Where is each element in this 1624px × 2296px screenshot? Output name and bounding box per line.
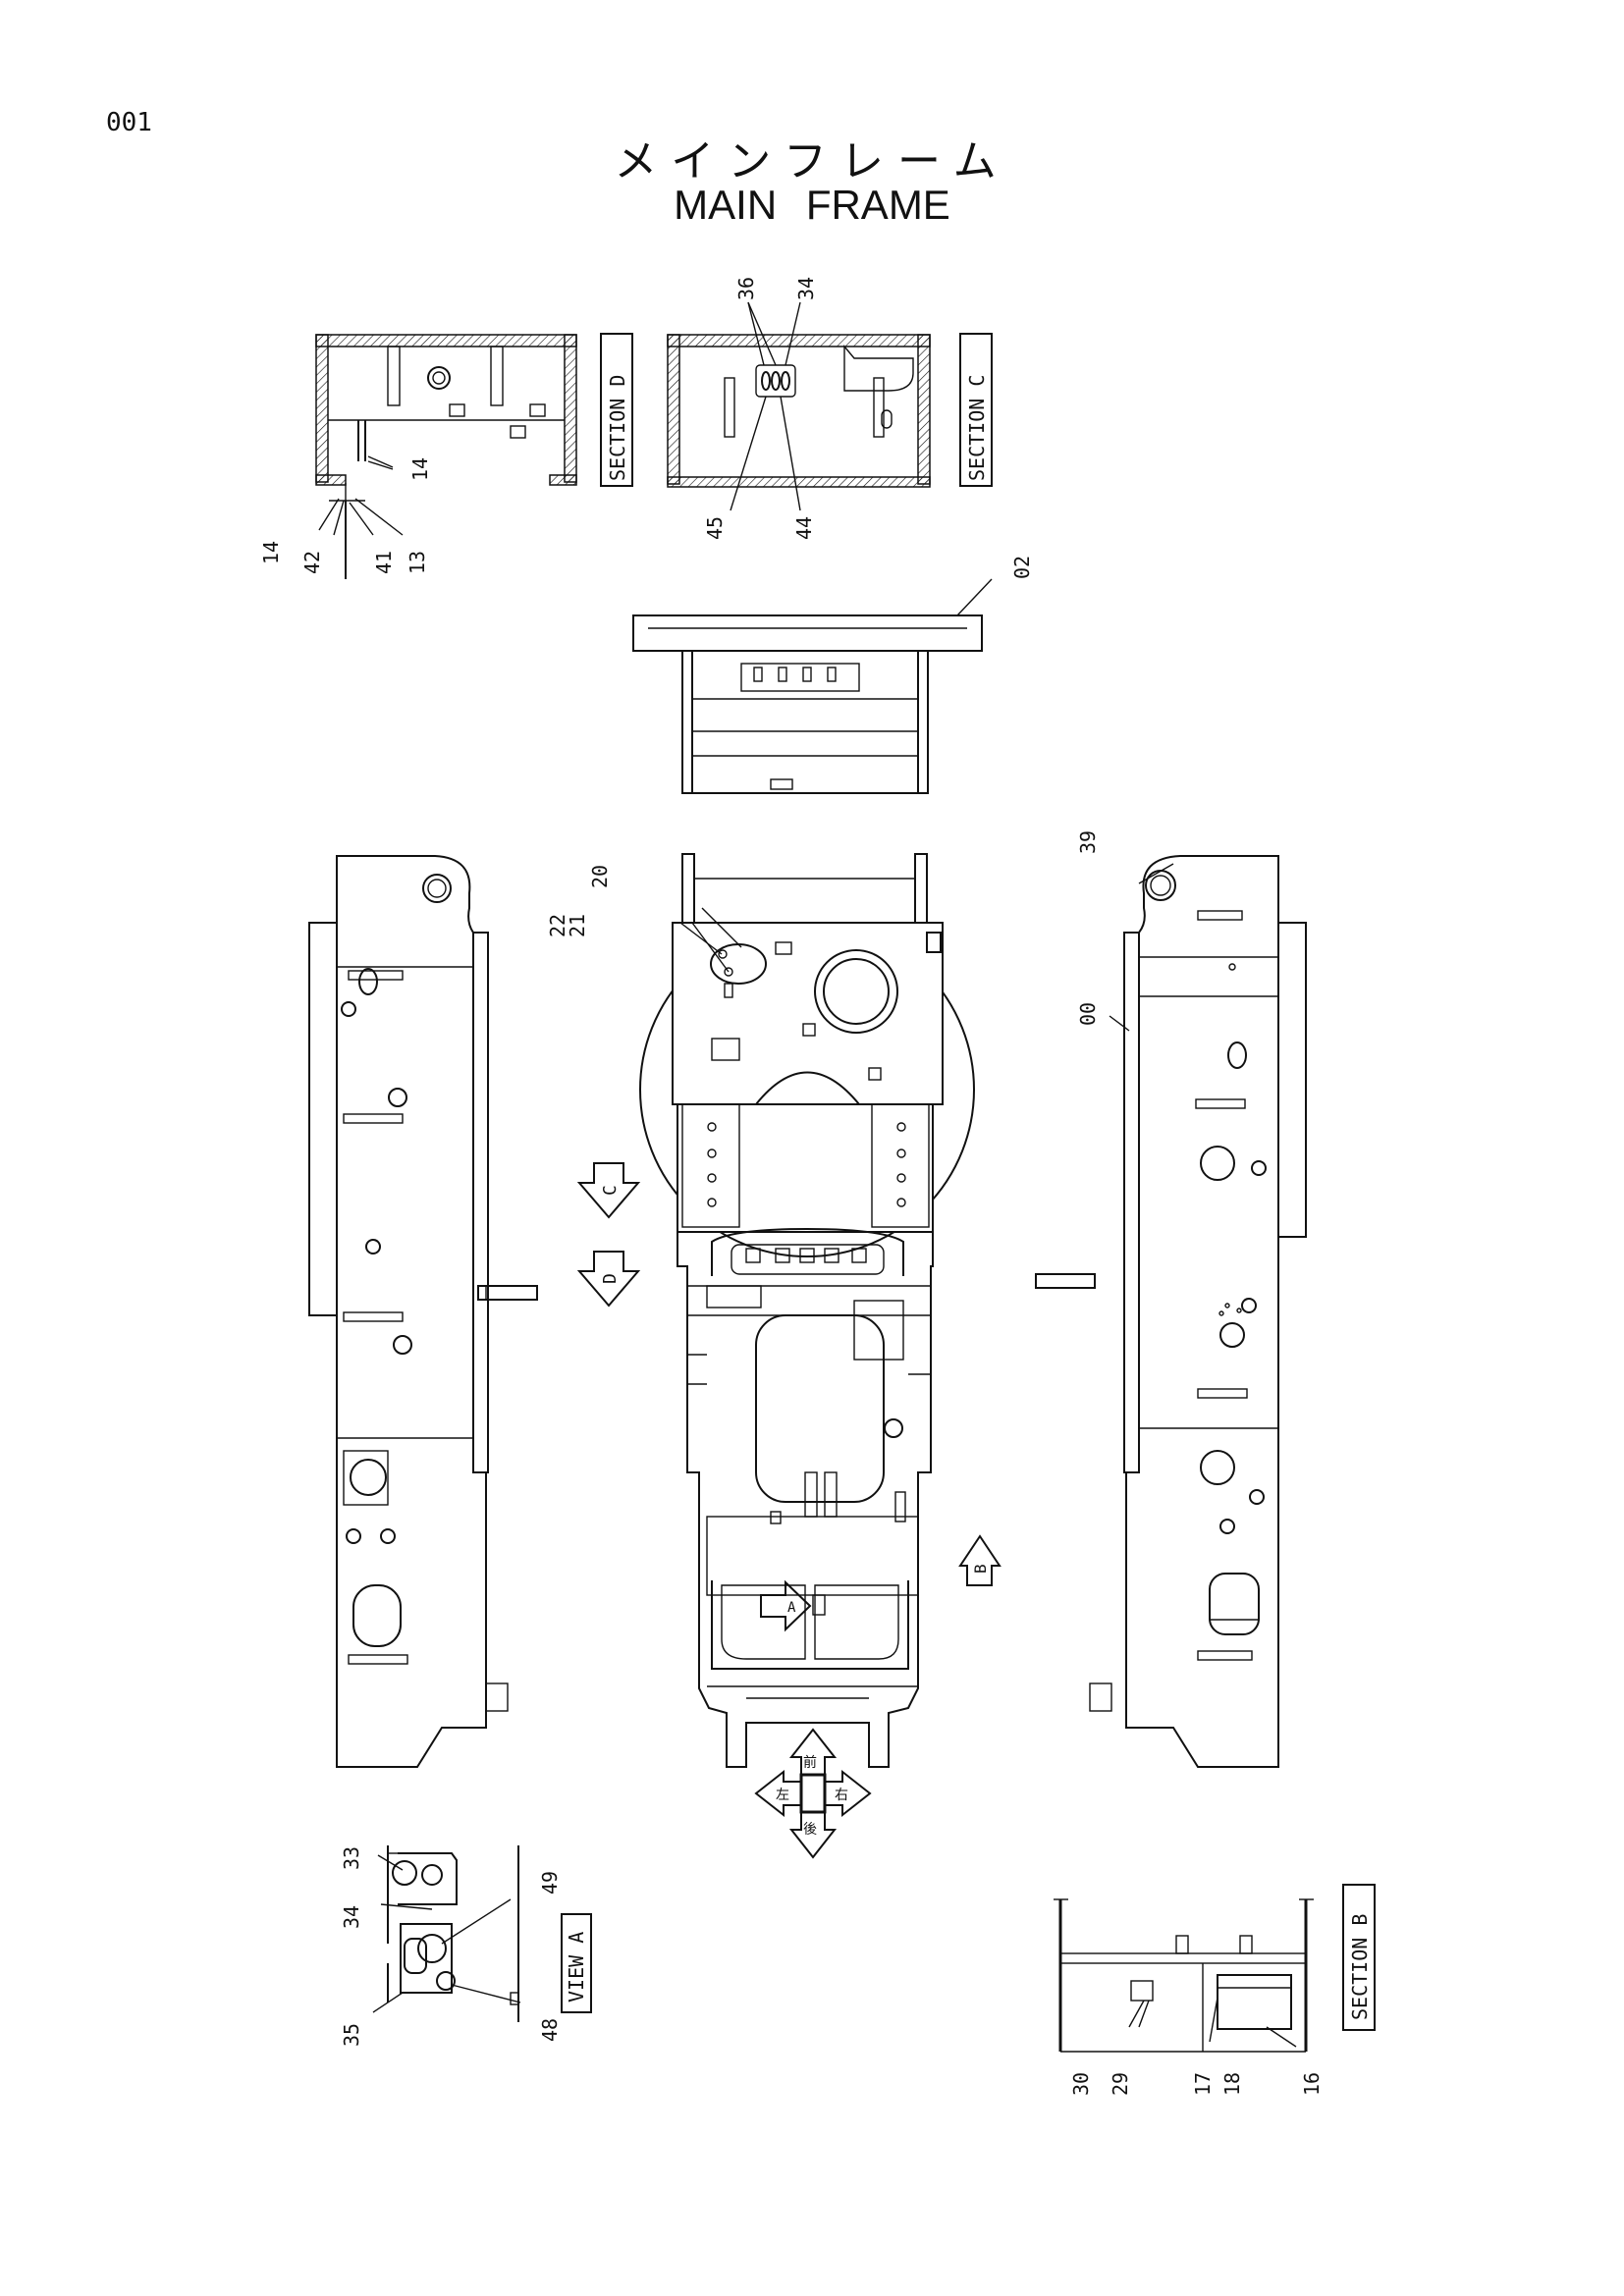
callout-right-00: 00	[1076, 1002, 1100, 1026]
section-b-view: 30 29 17 18 16 SECTION B	[1054, 1884, 1376, 2096]
section-d-label: SECTION D	[606, 375, 629, 481]
callout-sc-45: 45	[703, 516, 727, 540]
callout-sd-13: 13	[406, 551, 429, 574]
callout-va-35: 35	[340, 2023, 363, 2047]
callout-sd-14-upper: 14	[408, 457, 432, 481]
callout-sc-34: 34	[794, 277, 818, 300]
section-arrow-b-label: B	[971, 1564, 990, 1574]
callout-sb-30: 30	[1069, 2072, 1093, 2096]
callout-top-02: 02	[1010, 556, 1034, 579]
callout-right-39: 39	[1076, 830, 1100, 854]
callout-va-34: 34	[340, 1905, 363, 1929]
callout-sd-42: 42	[300, 551, 324, 574]
front-elevation-view: 02	[632, 556, 1034, 794]
callout-sc-36: 36	[734, 277, 758, 300]
section-arrow-d-label: D	[600, 1273, 621, 1284]
section-b-label: SECTION B	[1348, 1914, 1372, 2020]
section-arrow-c-label: C	[600, 1185, 621, 1196]
compass-down-label: 後	[803, 1822, 817, 1838]
callout-va-48: 48	[538, 2018, 562, 2042]
right-side-elevation: 39 00	[1035, 830, 1307, 1768]
callout-sb-29: 29	[1109, 2072, 1132, 2096]
view-a-label: VIEW A	[565, 1932, 588, 2002]
section-arrow-d: D	[576, 1251, 641, 1308]
callout-plan-20: 20	[588, 865, 612, 888]
callout-va-49: 49	[538, 1871, 562, 1895]
section-d-view: 14 14 42 41 13 SECTION D	[259, 333, 633, 579]
callout-sd-14-lower: 14	[259, 541, 283, 564]
orientation-compass: 前 後 左 右	[754, 1728, 872, 1859]
callout-plan-21: 21	[566, 914, 589, 937]
callout-sc-44: 44	[792, 516, 816, 540]
section-arrow-c: C	[576, 1162, 641, 1219]
page-title-english: MAIN FRAME	[674, 182, 950, 228]
page-number: 001	[106, 108, 152, 137]
callout-sb-17: 17	[1191, 2072, 1215, 2096]
view-a-detail: 33 34 35 49 48 VIEW A	[340, 1845, 592, 2047]
section-c-view: 36 34 45 44 SECTION C	[667, 277, 993, 540]
view-arrow-a-label: A	[787, 1600, 796, 1616]
left-side-elevation	[308, 855, 538, 1768]
page-title-japanese: メインフレーム	[614, 136, 1010, 187]
section-c-label: SECTION C	[965, 375, 989, 481]
compass-left-label: 左	[776, 1788, 789, 1803]
callout-sb-18: 18	[1220, 2072, 1244, 2096]
callout-sd-41: 41	[372, 551, 396, 574]
callout-va-33: 33	[340, 1846, 363, 1870]
main-frame-plan-view: A 20 22 21	[546, 853, 975, 1768]
compass-right-label: 右	[835, 1788, 848, 1803]
compass-up-label: 前	[803, 1754, 817, 1771]
callout-sb-16: 16	[1300, 2072, 1324, 2096]
callout-plan-22: 22	[546, 914, 569, 937]
section-arrow-b: B	[958, 1534, 1001, 1586]
